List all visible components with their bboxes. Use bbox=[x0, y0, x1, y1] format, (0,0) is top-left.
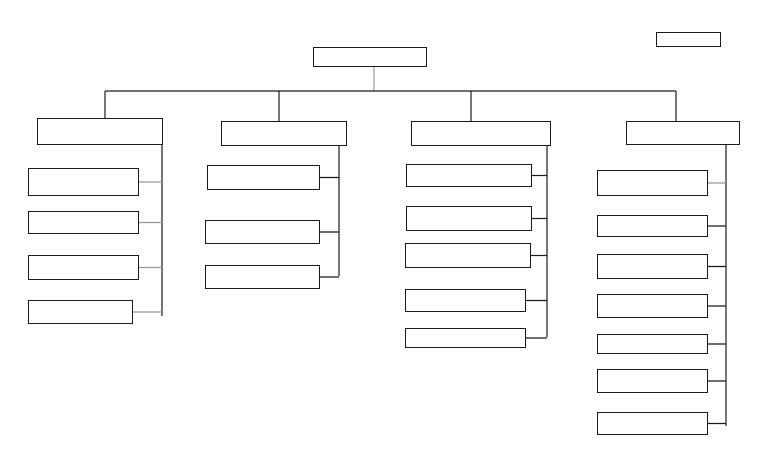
child-node-4-7 bbox=[597, 412, 708, 435]
child-node-1-2 bbox=[28, 211, 139, 234]
legend-box bbox=[656, 32, 721, 47]
child-node-3-2 bbox=[406, 206, 532, 231]
child-node-2-1 bbox=[207, 165, 320, 190]
child-node-4-1 bbox=[597, 170, 708, 196]
child-node-2-3 bbox=[205, 265, 320, 289]
child-node-3-1 bbox=[406, 164, 532, 187]
child-node-4-4 bbox=[597, 294, 708, 318]
child-node-4-3 bbox=[597, 254, 708, 279]
child-node-3-4 bbox=[405, 289, 526, 312]
branch-node-4 bbox=[626, 121, 740, 145]
branch-node-2 bbox=[221, 121, 347, 146]
child-node-2-2 bbox=[205, 220, 320, 244]
branch-node-1 bbox=[37, 118, 163, 145]
child-node-3-5 bbox=[405, 328, 526, 348]
child-node-4-6 bbox=[597, 369, 708, 393]
child-node-4-5 bbox=[597, 334, 708, 354]
root-node bbox=[313, 47, 427, 67]
child-node-1-1 bbox=[28, 168, 139, 196]
branch-node-3 bbox=[411, 121, 551, 146]
child-node-4-2 bbox=[597, 215, 708, 237]
child-node-3-3 bbox=[405, 243, 531, 268]
child-node-1-3 bbox=[28, 255, 139, 280]
child-node-1-4 bbox=[28, 300, 133, 324]
